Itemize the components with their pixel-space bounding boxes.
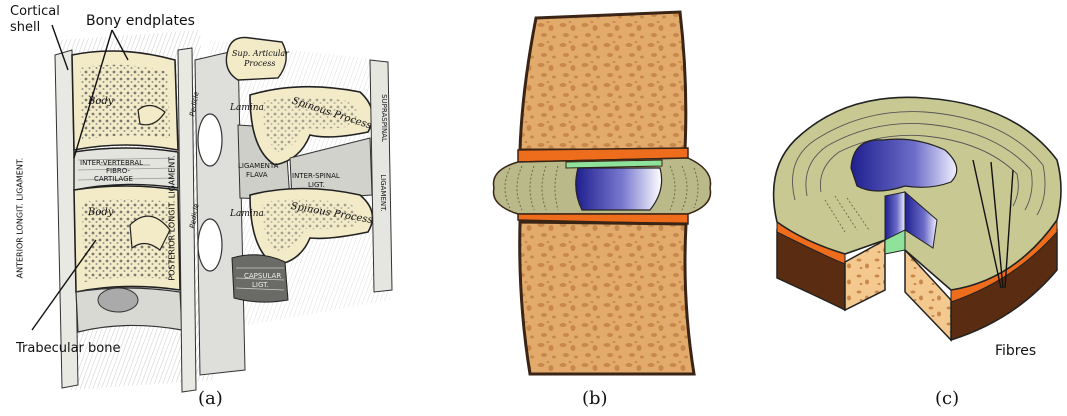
engraved-capsular-2: LIGT. — [252, 277, 269, 293]
caption-a: (a) — [198, 388, 223, 409]
engraved-ligamenta-2: FLAVA — [246, 167, 268, 183]
engraved-body-upper: Body — [88, 94, 113, 110]
label-trabecular-bone: Trabecular bone — [16, 341, 120, 357]
label-cortical-shell-line1: Cortical — [10, 4, 60, 20]
caption-b: (b) — [582, 388, 608, 409]
engraved-ligament-right: LIGAMENT. — [375, 174, 391, 212]
engraved-supraspinal: SUPRASPINAL — [376, 94, 392, 142]
engraved-sup-articular-2: Process — [244, 56, 275, 72]
label-bony-endplates: Bony endplates — [86, 13, 195, 29]
disc-side-illustration — [470, 0, 740, 416]
engraved-lamina-lower: Lamina — [230, 206, 264, 222]
engraved-posterior-ligament: POSTERIOR LONGIT. LIGAMENT. — [165, 155, 181, 280]
panel-c: Fibres (c) — [765, 0, 1067, 416]
label-fibres: Fibres — [995, 343, 1036, 359]
engraved-lamina-upper: Lamina — [230, 100, 264, 116]
label-cortical-shell-line2: shell — [10, 20, 40, 36]
panel-a: Body Body Sup. Articular Process Lamina … — [0, 0, 420, 416]
engraved-intervertebral-3: CARTILAGE — [94, 171, 133, 187]
engraved-interspinal-2: LIGT. — [308, 177, 325, 193]
engraved-anterior-ligament: ANTERIOR LONGIT. LIGAMENT. — [12, 158, 28, 279]
caption-c: (c) — [935, 388, 959, 409]
panel-b: (b) — [470, 0, 740, 416]
engraved-body-lower: Body — [88, 205, 113, 221]
